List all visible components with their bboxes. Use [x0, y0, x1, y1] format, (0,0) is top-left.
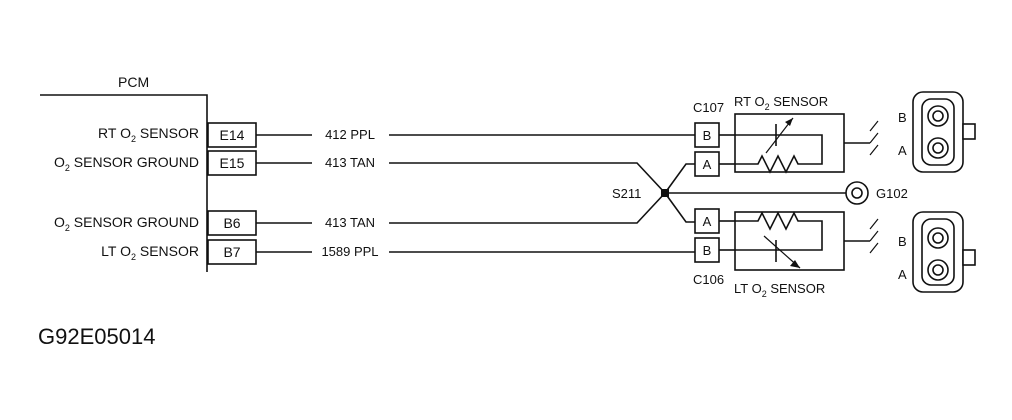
pin-number: E15: [220, 155, 245, 171]
wire-label: 413 TAN: [325, 215, 375, 230]
sensor-title: RT O2 SENSOR: [734, 94, 828, 112]
pin-function-label: LT O2 SENSOR: [101, 243, 199, 262]
pcm-title: PCM: [118, 74, 149, 90]
cavity-letter: B: [703, 243, 712, 258]
pin-function-label: O2 SENSOR GROUND: [54, 154, 199, 173]
connector-cavity: [694, 237, 720, 263]
shield-marks: [869, 218, 879, 254]
pin-box: [207, 150, 257, 176]
connector-label: C107: [693, 100, 724, 115]
wire-label: 413 TAN: [325, 155, 375, 170]
plug-letter: A: [898, 267, 907, 282]
wire-label: 1589 PPL: [321, 244, 378, 259]
pin-number: B7: [223, 244, 240, 260]
ground-eyelet-hole: [851, 187, 863, 199]
lt-o2-sensor: A B C106 LT O2 SENSOR B A: [693, 208, 976, 299]
connector-cavity: [694, 151, 720, 177]
plug-letter: A: [898, 143, 907, 158]
pcm-module: PCM: [40, 74, 208, 272]
cavity-letter: A: [703, 214, 712, 229]
pcm-pin-o2-sensor-ground-1: O2 SENSOR GROUND E15: [54, 150, 257, 176]
ground-g102: G102: [665, 181, 908, 205]
ground-eyelet: [845, 181, 869, 205]
rt-sensor-connector-face: [912, 91, 976, 173]
pcm-pin-lt-o2-sensor: LT O2 SENSOR B7: [101, 239, 257, 265]
wire-413-tan-lt: 413 TAN: [256, 192, 695, 230]
wire-412-ppl: 412 PPL: [256, 127, 695, 142]
ground-label: G102: [876, 186, 908, 201]
cavity-letter: B: [703, 128, 712, 143]
shield-marks: [869, 120, 879, 156]
pin-number: B6: [223, 215, 240, 231]
pcm-pin-o2-sensor-ground-2: O2 SENSOR GROUND B6: [54, 210, 257, 236]
connector-label: C106: [693, 272, 724, 287]
figure-id: G92E05014: [38, 324, 155, 349]
splice-label: S211: [612, 186, 641, 201]
pcm-pin-rt-o2-sensor: RT O2 SENSOR E14: [98, 122, 257, 148]
lt-sensor-connector-face: [912, 211, 976, 293]
sensor-title: LT O2 SENSOR: [734, 281, 825, 299]
plug-letter: B: [898, 110, 907, 125]
heater-resistor: [735, 211, 823, 251]
pin-box: [207, 239, 257, 265]
pin-function-label: O2 SENSOR GROUND: [54, 214, 199, 233]
heater-resistor: [735, 154, 800, 174]
cavity-letter: A: [703, 157, 712, 172]
pin-function-label: RT O2 SENSOR: [98, 125, 199, 144]
pin-number: E14: [220, 127, 245, 143]
plug-letter: B: [898, 234, 907, 249]
rt-o2-sensor: C107 RT O2 SENSOR B A B A: [693, 91, 976, 177]
wire-1589-ppl: 1589 PPL: [256, 244, 695, 259]
connector-cavity: [694, 122, 720, 148]
wire-label: 412 PPL: [325, 127, 375, 142]
wire-413-tan-rt: 413 TAN: [256, 155, 695, 194]
